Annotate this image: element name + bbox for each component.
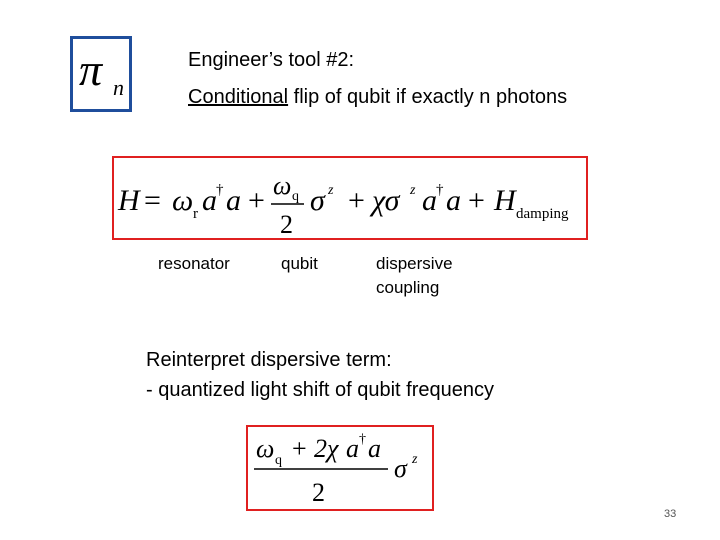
slide-subtitle: Conditional flip of qubit if exactly n p… [188,85,567,109]
subtitle-rest: flip of qubit if exactly n photons [288,86,568,108]
eq-denominator-2: 2 [280,210,293,238]
eq2-a-dagger: a [346,434,359,463]
eq-plus-1: + [248,184,265,217]
eq-plus-2: + [348,184,365,217]
eq-damping-subscript: damping [516,206,569,222]
label-dispersive: dispersive [376,254,453,273]
label-qubit: qubit [281,254,318,273]
eq-a-dagger-2: a [422,184,437,217]
eq-sigma: σ [310,184,326,217]
pi-n-symbol: π n [70,36,132,112]
reinterpret-detail: - quantized light shift of qubit frequen… [146,379,494,401]
pi-subscript: n [113,75,124,100]
eq2-omega: ω [256,434,274,463]
eq-r-subscript: r [193,206,198,222]
eq2-z-superscript: z [411,452,418,467]
page-number: 33 [664,508,677,520]
light-shift-equation: ω q + 2χ a † a 2 σ z [254,432,418,507]
eq-H-damping: H [493,184,518,217]
eq-plus-3: + [468,184,485,217]
eq-H: H [117,184,142,217]
eq-q-subscript: q [292,189,299,204]
light-shift-box: ω q + 2χ a † a 2 σ z [246,425,434,511]
eq2-denominator-2: 2 [312,478,325,507]
reinterpret-heading: Reinterpret dispersive term: [146,349,392,371]
eq-a-2: a [446,184,461,217]
eq2-a: a [368,434,381,463]
eq2-sigma: σ [394,454,408,483]
label-resonator: resonator [158,254,230,273]
eq2-two-chi: 2χ [314,434,339,463]
eq-chi-sigma: χσ [369,184,401,217]
pi-glyph: π [79,44,103,95]
eq-dagger: † [216,182,224,198]
underlined-word: Conditional [188,86,289,108]
label-coupling: coupling [376,278,440,297]
eq-a: a [226,184,241,217]
slide-title: Engineer’s tool #2: [188,49,355,71]
eq-z-superscript-2: z [409,183,416,198]
eq-omega-r: ω [172,184,193,217]
eq2-q-subscript: q [275,453,282,468]
hamiltonian-equation: H = ω r a † a + ω q 2 σ z + χσ z a † a +… [117,171,569,239]
eq-omega-q: ω [273,171,291,200]
eq2-plus: + [292,434,307,463]
eq-dagger-2: † [436,182,444,198]
eq2-dagger: † [359,432,366,447]
eq-a-dagger: a [202,184,217,217]
hamiltonian-box: H = ω r a † a + ω q 2 σ z + χσ z a † a +… [112,156,588,240]
eq-equals: = [144,184,161,217]
eq-z-superscript: z [327,183,334,198]
